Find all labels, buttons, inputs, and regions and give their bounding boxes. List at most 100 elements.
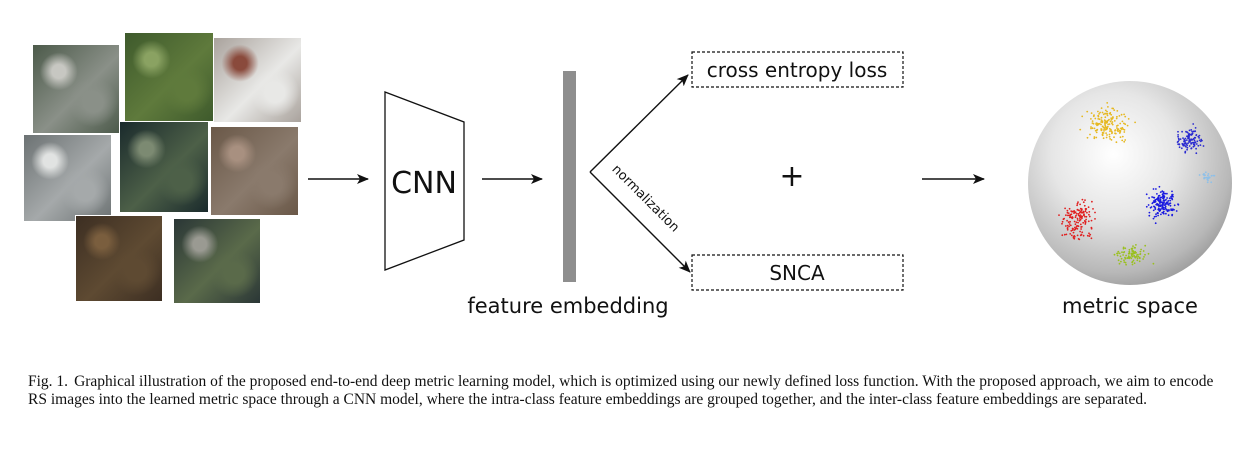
embedding-point	[1081, 198, 1084, 201]
embedding-point	[1164, 206, 1166, 209]
embedding-point	[1094, 117, 1097, 120]
embedding-point	[1068, 207, 1071, 210]
embedding-point	[1080, 233, 1083, 236]
embedding-point	[1111, 122, 1113, 125]
cross-entropy-loss-box	[691, 51, 904, 88]
embedding-point	[1108, 133, 1111, 136]
embedding-point	[1097, 118, 1100, 120]
embedding-point	[1118, 252, 1121, 255]
embedding-point	[1102, 137, 1105, 140]
embedding-point	[1195, 143, 1198, 145]
embedding-point	[1190, 147, 1193, 150]
embedding-point	[1125, 263, 1127, 266]
embedding-point	[1123, 122, 1125, 125]
embedding-point	[1101, 125, 1104, 128]
embedding-point	[1087, 220, 1090, 223]
embedding-point	[1200, 138, 1203, 141]
embedding-point	[1100, 123, 1102, 126]
embedding-point	[1077, 201, 1079, 204]
embedding-point	[1171, 190, 1173, 193]
embedding-point	[1089, 233, 1092, 236]
embedding-point	[1110, 128, 1112, 131]
embedding-point	[1065, 233, 1068, 236]
embedding-point	[1104, 109, 1107, 112]
embedding-point	[1080, 226, 1082, 228]
embedding-point	[1122, 247, 1125, 250]
embedding-point	[1188, 139, 1191, 142]
embedding-point	[1166, 197, 1168, 199]
embedding-point	[1178, 139, 1180, 141]
embedding-point	[1181, 142, 1184, 145]
embedding-point	[1112, 117, 1114, 119]
embedding-point	[1080, 209, 1083, 212]
embedding-point	[1165, 212, 1167, 215]
embedding-point	[1094, 211, 1096, 214]
embedding-point	[1063, 233, 1066, 236]
embedding-point	[1061, 220, 1064, 223]
embedding-point	[1157, 214, 1159, 217]
embedding-clusters	[1058, 102, 1216, 266]
embedding-point	[1077, 221, 1079, 224]
embedding-point	[1076, 202, 1079, 205]
embedding-point	[1160, 201, 1163, 204]
embedding-point	[1100, 119, 1103, 121]
embedding-point	[1066, 228, 1069, 231]
embedding-point	[1114, 129, 1117, 131]
embedding-point	[1155, 188, 1157, 190]
embedding-point	[1166, 209, 1169, 211]
embedding-point	[1110, 113, 1113, 116]
embedding-point	[1082, 234, 1085, 237]
embedding-point	[1133, 254, 1135, 257]
embedding-point	[1142, 258, 1144, 260]
embedding-point	[1094, 218, 1096, 220]
embedding-point	[1109, 130, 1111, 133]
embedding-point	[1090, 219, 1093, 222]
embedding-point	[1148, 211, 1151, 214]
embedding-point	[1123, 259, 1125, 262]
embedding-point	[1184, 137, 1187, 140]
embedding-point	[1096, 128, 1099, 131]
embedding-point	[1132, 245, 1134, 248]
embedding-point	[1067, 212, 1070, 215]
embedding-point	[1162, 208, 1165, 211]
cnn-block	[384, 91, 465, 271]
embedding-point	[1204, 171, 1207, 174]
embedding-point	[1196, 140, 1199, 143]
embedding-point	[1156, 193, 1158, 195]
embedding-point	[1165, 208, 1168, 211]
embedding-point	[1082, 221, 1085, 224]
embedding-point	[1079, 223, 1082, 226]
embedding-point	[1110, 119, 1113, 121]
embedding-point	[1114, 132, 1117, 135]
embedding-point	[1199, 140, 1202, 143]
embedding-point	[1084, 199, 1086, 202]
embedding-point	[1127, 118, 1130, 120]
embedding-point	[1116, 252, 1118, 255]
embedding-point	[1063, 217, 1065, 220]
embedding-point	[1162, 197, 1165, 200]
embedding-point	[1093, 136, 1096, 138]
embedding-point	[1185, 139, 1188, 142]
embedding-point	[1110, 130, 1113, 133]
embedding-point	[1105, 112, 1107, 115]
embedding-point	[1207, 179, 1209, 182]
embedding-point	[1188, 145, 1191, 147]
embedding-point	[1167, 214, 1170, 217]
embedding-point	[1134, 121, 1136, 124]
embedding-point	[1081, 211, 1084, 214]
embedding-point	[1156, 212, 1159, 215]
embedding-point	[1155, 213, 1157, 216]
embedding-point	[1097, 110, 1099, 113]
embedding-point	[1119, 122, 1122, 125]
embedding-point	[1090, 127, 1092, 130]
embedding-point	[1070, 210, 1073, 213]
embedding-point	[1144, 244, 1147, 247]
embedding-point	[1161, 195, 1164, 198]
embedding-point	[1129, 256, 1131, 258]
embedding-point	[1172, 195, 1174, 198]
embedding-point	[1109, 120, 1112, 123]
embedding-point	[1195, 152, 1198, 155]
embedding-point	[1186, 131, 1189, 134]
embedding-point	[1159, 191, 1162, 194]
embedding-point	[1148, 197, 1150, 199]
